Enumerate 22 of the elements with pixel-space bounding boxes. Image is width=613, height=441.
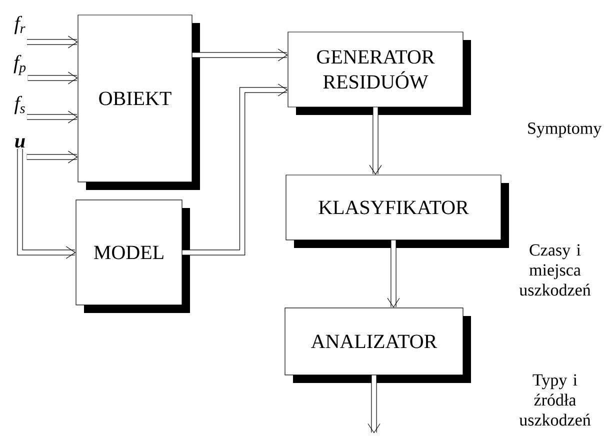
double-arrow [26,36,78,48]
double-arrow [192,48,288,62]
double-arrow [26,110,78,124]
signal-label: u [15,138,25,148]
double-arrow [28,72,78,84]
double-arrow [182,84,288,256]
double-arrow [17,148,76,259]
double-arrow [387,240,400,308]
block-box: OBIEKT [78,14,200,190]
double-arrow [26,150,78,164]
signal-label: f$_{s}$ [14,96,25,114]
signal-label: f$_{r}$ [14,16,26,34]
flow-note: Symptomy [528,122,602,138]
double-arrow [368,375,380,434]
block-box: GENERATOR RESIDUÓW [288,32,471,115]
flow-note: Typy i źródła uszkodzeń [519,374,591,426]
signal-label: f$_{p}$ [14,54,26,76]
double-arrow [369,107,382,175]
block-box: MODEL [76,200,190,313]
block-box: KLASYFIKATOR [286,174,509,248]
block-box: ANALIZATOR [284,308,471,383]
flow-note: Czasy i miejsca uszkodzeń [519,244,591,296]
